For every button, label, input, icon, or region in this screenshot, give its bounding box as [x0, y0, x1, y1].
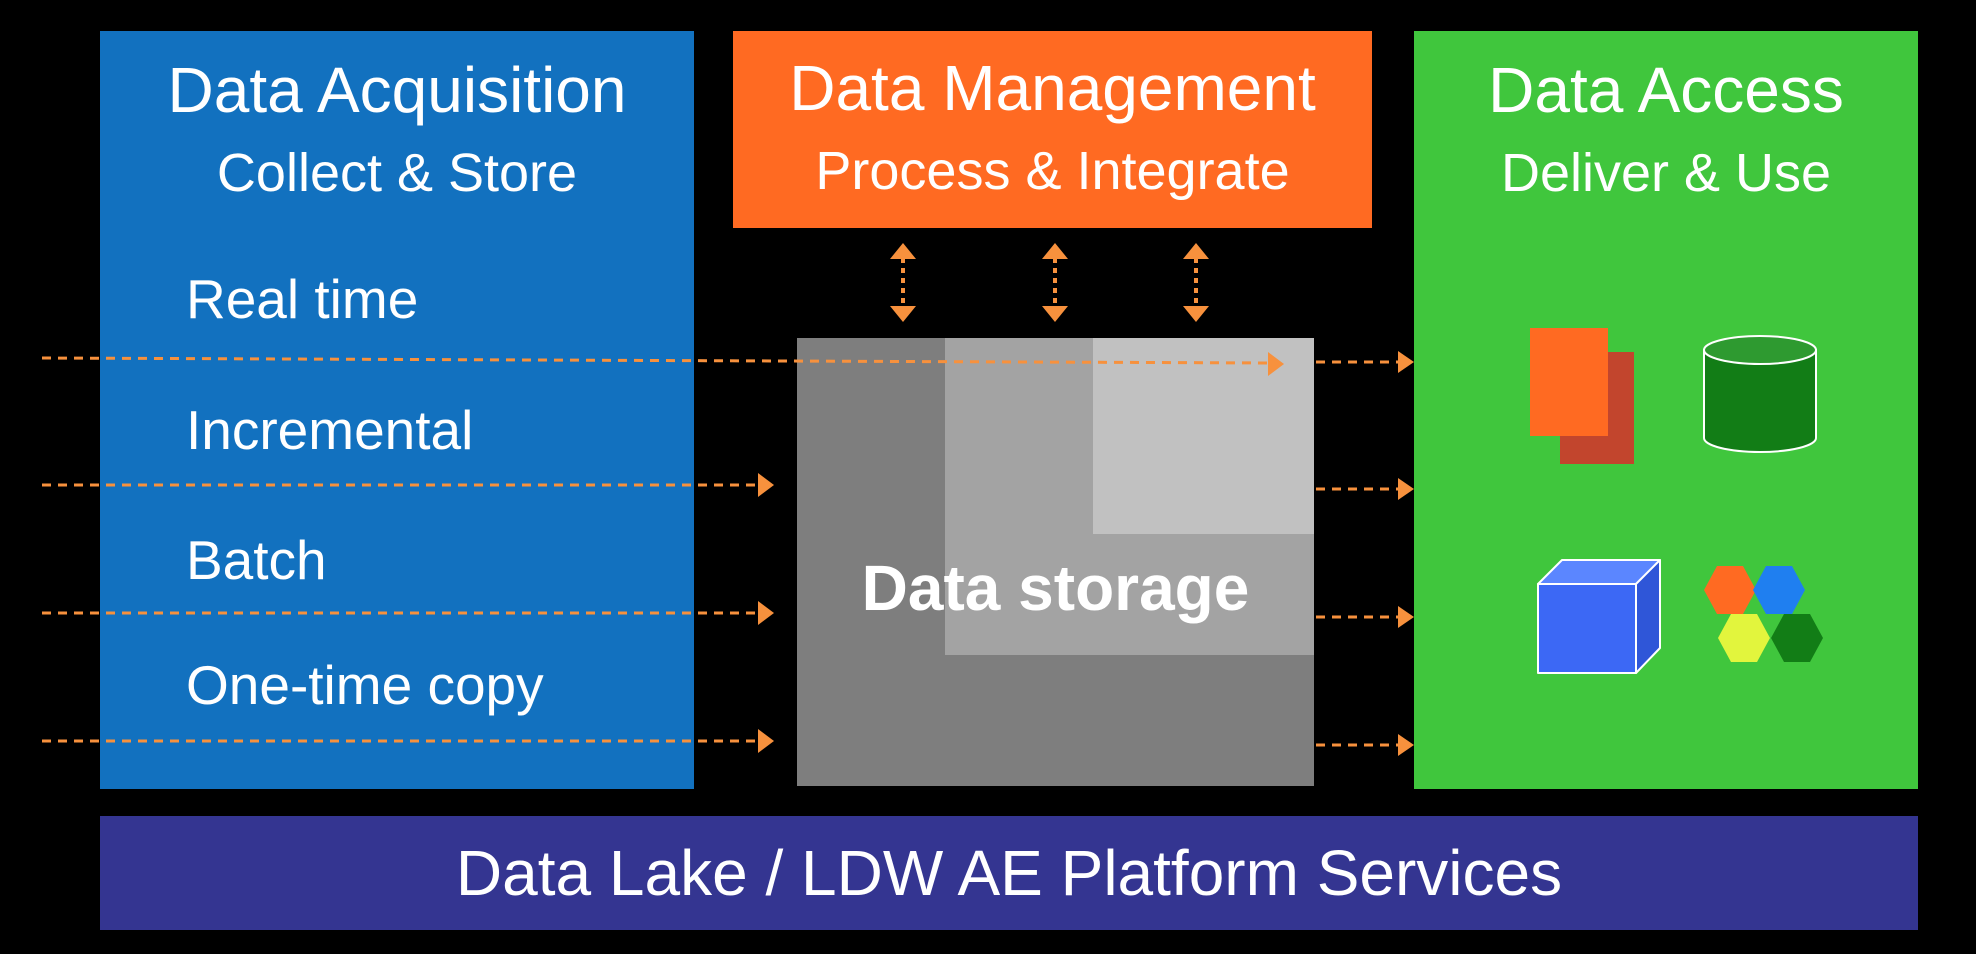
arrow-real-time-line	[41, 356, 1273, 365]
database-icon	[1703, 335, 1817, 453]
arrow-real-time-head	[1268, 352, 1284, 376]
mgmt-arrow-2-up	[1042, 243, 1068, 259]
hexagons-icon	[1704, 566, 1823, 662]
acquisition-subtitle: Collect & Store	[216, 143, 578, 203]
arrow-one-time-copy-head	[758, 729, 774, 753]
management-title: Data Management	[789, 52, 1316, 124]
out-arrow-3-head	[1398, 606, 1414, 628]
out-arrow-2-head	[1398, 478, 1414, 500]
acquisition-title: Data Acquisition	[167, 54, 627, 126]
cube-icon	[1537, 559, 1661, 674]
acquisition-item-batch: Batch	[186, 529, 327, 591]
out-arrow-1-head	[1398, 351, 1414, 373]
mgmt-arrow-1-up	[890, 243, 916, 259]
storage-top-layer	[1093, 338, 1314, 534]
mgmt-arrow-1-down	[890, 306, 916, 322]
acquisition-item-incremental: Incremental	[186, 399, 474, 461]
data-management-panel: Data Management Process & Integrate	[733, 31, 1372, 228]
arrow-incremental-head	[758, 473, 774, 497]
access-title: Data Access	[1488, 54, 1844, 126]
access-subtitle: Deliver & Use	[1500, 143, 1832, 203]
out-arrow-4-head	[1398, 734, 1414, 756]
platform-label: Data Lake / LDW AE Platform Services	[455, 837, 1563, 909]
data-storage-block: Data storage	[797, 338, 1314, 786]
arrow-batch-head	[758, 601, 774, 625]
mgmt-arrow-2-down	[1042, 306, 1068, 322]
data-access-panel: Data Access Deliver & Use	[1414, 31, 1918, 789]
data-acquisition-panel: Data Acquisition Collect & Store Real ti…	[100, 31, 694, 789]
acquisition-item-one-time-copy: One-time copy	[186, 654, 544, 716]
acquisition-item-real-time: Real time	[186, 268, 419, 330]
documents-icon	[1530, 328, 1634, 464]
platform-services-bar: Data Lake / LDW AE Platform Services	[100, 816, 1918, 930]
storage-label: Data storage	[861, 552, 1250, 624]
mgmt-arrow-3-down	[1183, 306, 1209, 322]
management-subtitle: Process & Integrate	[815, 141, 1290, 201]
mgmt-arrow-3-up	[1183, 243, 1209, 259]
